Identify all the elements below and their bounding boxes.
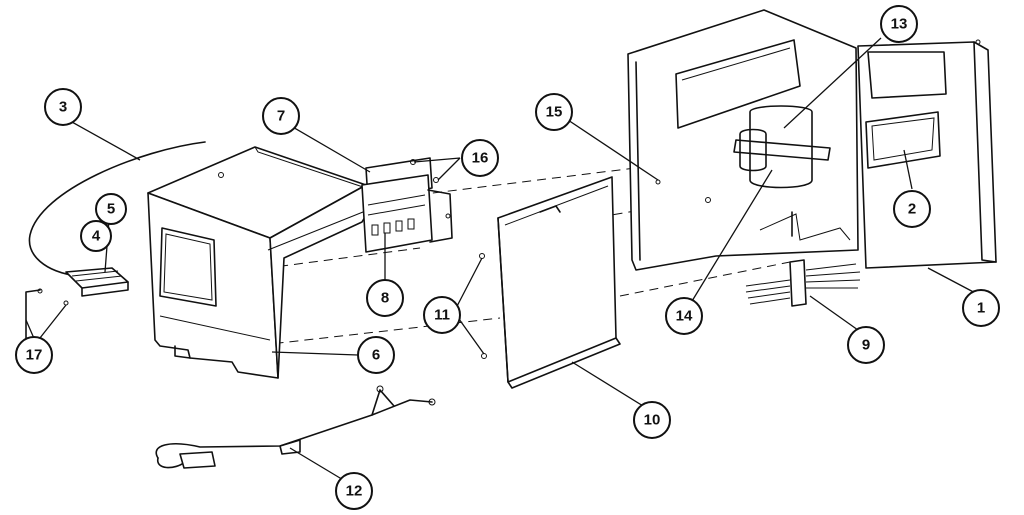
svg-text:6: 6 [372, 347, 380, 364]
callout-6: 6 [357, 336, 395, 374]
svg-text:11: 11 [434, 307, 450, 324]
svg-text:14: 14 [676, 308, 693, 325]
side-panel-part [857, 39, 997, 269]
rear-frame-part [627, 9, 859, 271]
svg-text:17: 17 [26, 347, 43, 364]
svg-text:1: 1 [977, 300, 985, 317]
svg-text:4: 4 [92, 228, 101, 245]
callout-11: 11 [423, 296, 461, 334]
svg-text:9: 9 [862, 337, 870, 354]
callout-5: 5 [95, 193, 127, 225]
front-panel-part [479, 176, 621, 389]
svg-text:2: 2 [908, 201, 916, 218]
callout-15: 15 [535, 93, 573, 131]
callout-1: 1 [962, 289, 1000, 327]
callout-14: 14 [665, 297, 703, 335]
callout-8: 8 [366, 279, 404, 317]
housing-box-part [147, 146, 373, 379]
callout-4: 4 [80, 220, 112, 252]
control-board-part [361, 157, 453, 253]
svg-text:8: 8 [381, 290, 389, 307]
svg-text:3: 3 [59, 99, 67, 116]
callout-9: 9 [847, 326, 885, 364]
callout-13: 13 [880, 5, 918, 43]
small-plate-part [25, 288, 69, 341]
leader-lines [25, 37, 982, 482]
svg-text:16: 16 [472, 150, 489, 167]
wire-part [28, 141, 206, 277]
wire-harness-part [745, 259, 861, 307]
svg-text:5: 5 [107, 201, 115, 218]
svg-text:7: 7 [277, 108, 285, 125]
svg-text:12: 12 [346, 483, 363, 500]
callout-12: 12 [335, 472, 373, 510]
svg-text:13: 13 [891, 16, 908, 33]
callout-3: 3 [44, 88, 82, 126]
callout-2: 2 [893, 190, 931, 228]
callout-10: 10 [633, 401, 671, 439]
callout-16: 16 [461, 139, 499, 177]
svg-text:10: 10 [644, 412, 661, 429]
power-cord-part [155, 385, 436, 469]
callout-17: 17 [15, 336, 53, 374]
bracket-part [65, 267, 129, 297]
svg-text:15: 15 [546, 104, 563, 121]
callout-7: 7 [262, 97, 300, 135]
